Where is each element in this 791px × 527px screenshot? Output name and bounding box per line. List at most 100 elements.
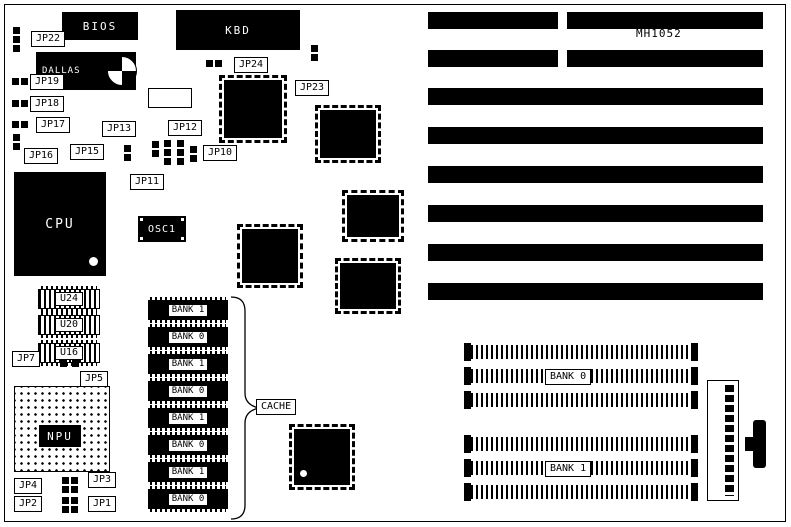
jumper-pins [206, 60, 222, 67]
simm-socket [464, 343, 698, 361]
cache-chip-label: BANK 0 [167, 438, 209, 452]
npu-label: NPU [47, 429, 73, 443]
simm-socket [464, 391, 698, 409]
cache-chip: BANK 1 [148, 297, 228, 323]
jumper-label-jp15: JP15 [70, 144, 105, 160]
cache-chip: BANK 0 [148, 324, 228, 350]
npu-socket: NPU [14, 386, 110, 472]
osc-pin-dot [181, 218, 184, 221]
simm-latch [691, 435, 698, 453]
jumper-label-jp24: JP24 [234, 57, 269, 73]
simm-latch [464, 459, 471, 477]
simm-socket [464, 483, 698, 501]
jumper-pins [311, 45, 318, 61]
dip-chip-u20: U20 [38, 312, 100, 338]
jumper-pins [12, 121, 28, 128]
simm-latch [691, 343, 698, 361]
rtc-label: DALLAS [42, 66, 81, 76]
keyboard-controller-chip: KBD [176, 10, 300, 50]
simm-latch [691, 483, 698, 501]
simm-latch [691, 367, 698, 385]
jumper-label-jp12: JP12 [168, 120, 203, 136]
cache-chip: BANK 0 [148, 486, 228, 512]
qfp-chip [315, 105, 381, 163]
qfp-chip [289, 424, 355, 490]
isa-slot [428, 12, 558, 29]
cache-chip-label: BANK 1 [167, 357, 209, 371]
isa-slot [428, 283, 763, 300]
bios-chip: BIOS [62, 12, 138, 40]
model-number: MH1052 [636, 27, 682, 40]
cache-chip: BANK 1 [148, 351, 228, 377]
memory-bank0-label: BANK 0 [545, 369, 592, 385]
bios-label: BIOS [82, 19, 118, 33]
jumper-pins [13, 27, 20, 52]
jumper-label-jp4: JP4 [14, 478, 43, 494]
jumper-label-jp1: JP1 [88, 496, 117, 512]
isa-slot [428, 244, 763, 261]
jumper-label-jp22: JP22 [31, 31, 66, 47]
power-connector-pins [725, 385, 734, 496]
cache-chip-label: BANK 0 [167, 492, 209, 506]
qfp-chip [335, 258, 401, 314]
simm-latch [691, 391, 698, 409]
jumper-label-jp18: JP18 [30, 96, 65, 112]
osc-pin-dot [140, 237, 143, 240]
qfp-chip [219, 75, 287, 143]
isa-slot [428, 166, 763, 183]
cache-chip-label: BANK 1 [167, 465, 209, 479]
jumper-pins [164, 140, 171, 165]
npu-chip: NPU [39, 425, 81, 447]
cache-chip-label: BANK 1 [167, 303, 209, 317]
cache-chip: BANK 0 [148, 432, 228, 458]
osc-pin-dot [181, 237, 184, 240]
jumper-pins [124, 145, 131, 161]
keyboard-connector-nub [745, 437, 754, 451]
component-outline [148, 88, 192, 108]
isa-slot [428, 205, 763, 222]
simm-latch [464, 435, 471, 453]
jumper-label-jp5: JP5 [80, 371, 109, 387]
jumper-pins [62, 477, 78, 484]
jumper-label-jp11: JP11 [130, 174, 165, 190]
jumper-label-jp10: JP10 [203, 145, 238, 161]
jumper-pins [177, 140, 184, 165]
cache-label: CACHE [256, 399, 297, 415]
pin1-dot [89, 257, 98, 266]
u24-label: U24 [54, 292, 84, 306]
simm-latch [464, 343, 471, 361]
cpu-chip: CPU [14, 172, 106, 276]
jumper-label-jp7: JP7 [12, 351, 41, 367]
cpu-label: CPU [45, 216, 75, 232]
cache-chip: BANK 1 [148, 459, 228, 485]
dip-chip-u16: U16 [38, 340, 100, 366]
jumper-label-jp19: JP19 [30, 74, 65, 90]
pin1-dot [300, 470, 307, 477]
jumper-pins [62, 486, 78, 493]
u16-label: U16 [54, 346, 84, 360]
kbd-label: KBD [225, 23, 251, 37]
isa-slot [567, 50, 763, 67]
jumper-pins [152, 141, 159, 157]
jumper-pins [13, 134, 20, 150]
isa-slot [428, 127, 763, 144]
osc-pin-dot [140, 218, 143, 221]
oscillator-chip: OSC1 [138, 216, 186, 242]
simm-latch [691, 459, 698, 477]
power-connector [707, 380, 739, 501]
jumper-label-jp17: JP17 [36, 117, 71, 133]
cache-chip-label: BANK 0 [167, 330, 209, 344]
jumper-pins [12, 78, 28, 85]
keyboard-connector [753, 420, 766, 468]
simm-latch [464, 367, 471, 385]
jumper-pins [190, 146, 197, 162]
jumper-pins [62, 497, 78, 504]
cache-chip: BANK 1 [148, 405, 228, 431]
qfp-chip [342, 190, 404, 242]
jumper-label-jp3: JP3 [88, 472, 117, 488]
memory-bank1-label: BANK 1 [545, 461, 592, 477]
isa-slot [428, 50, 558, 67]
board-outline [4, 4, 786, 522]
jumper-label-jp16: JP16 [24, 148, 59, 164]
